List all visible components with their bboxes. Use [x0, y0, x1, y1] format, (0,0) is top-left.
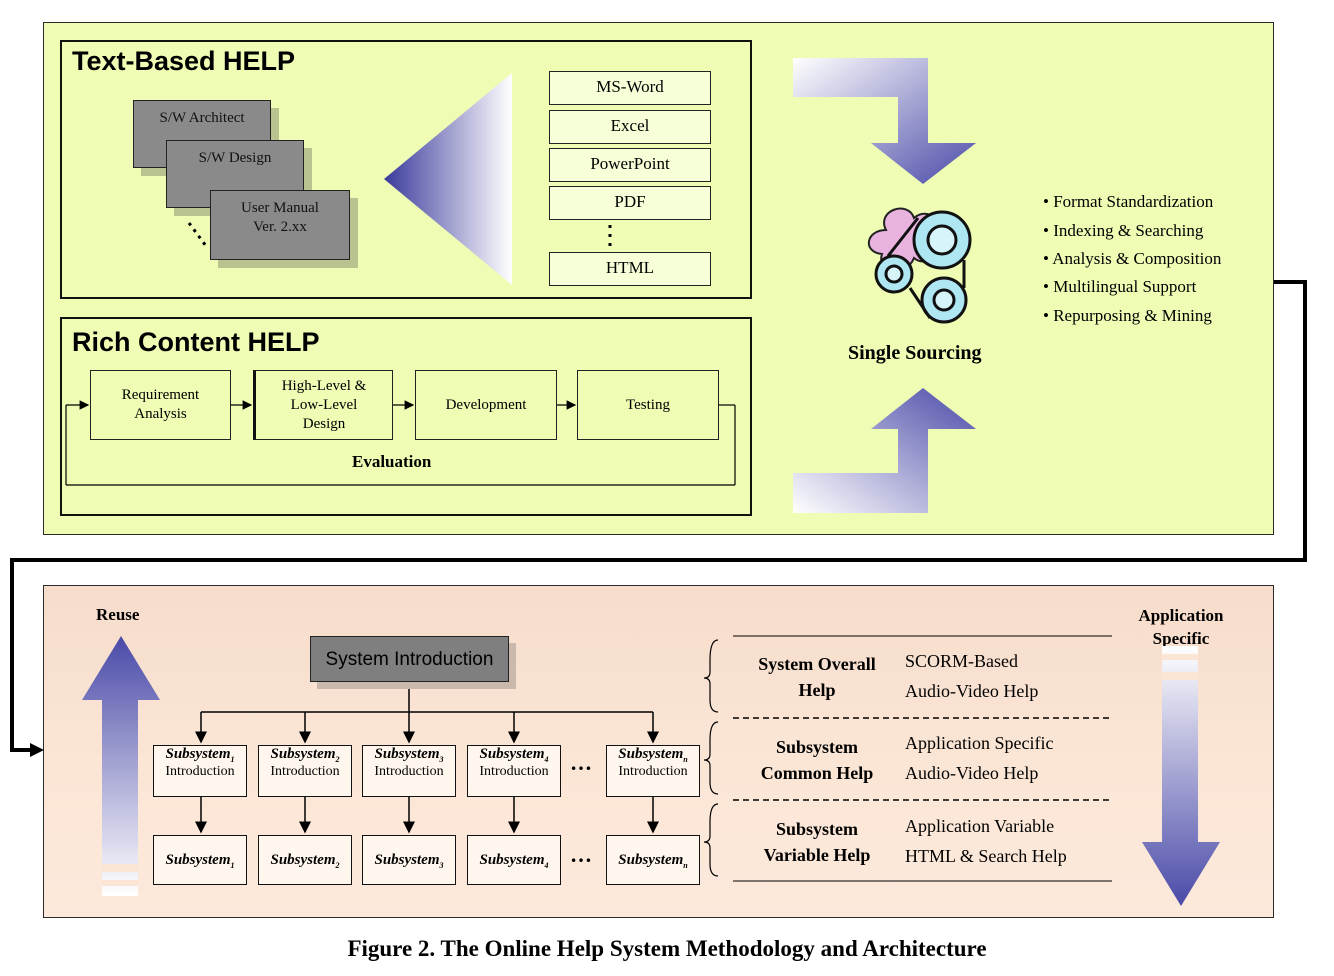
feature-item: • Indexing & Searching [1043, 221, 1204, 240]
format-html: HTML [549, 252, 711, 286]
subsystem-4: Subsystem4 [467, 835, 561, 885]
format-pdf: PDF [549, 186, 711, 220]
subsystem-3: Subsystem3 [362, 835, 456, 885]
text-based-help-title: Text-Based HELP [72, 46, 296, 76]
subsystem-intro-4: Subsystem4 Introduction [467, 745, 561, 797]
feature-item: • Repurposing & Mining [1043, 306, 1212, 325]
subsystem-intro-3: Subsystem3 Introduction [362, 745, 456, 797]
subsystem-intro-1: Subsystem1 Introduction [153, 745, 247, 797]
format-ms-word: MS-Word [549, 71, 711, 105]
rich-content-help-title: Rich Content HELP [72, 327, 320, 357]
single-sourcing-label: Single Sourcing [848, 342, 982, 364]
figure-caption: Figure 2. The Online Help System Methodo… [347, 936, 987, 961]
reuse-label: Reuse [96, 605, 140, 624]
format-excel: Excel [549, 110, 711, 144]
format-powerpoint: PowerPoint [549, 148, 711, 182]
ellipsis-subsystem: … [570, 842, 592, 867]
subsystem-1: Subsystem1 [153, 835, 247, 885]
feature-item: • Format Standardization [1043, 192, 1214, 211]
feature-item: • Analysis & Composition [1043, 249, 1222, 268]
funnel-triangle [384, 73, 514, 285]
down-arrow-into-sourcing [790, 55, 980, 187]
evaluation-label: Evaluation [352, 452, 432, 471]
system-introduction-box: System Introduction [310, 636, 509, 682]
app-specific-down-arrow [1140, 646, 1222, 908]
feature-item: • Multilingual Support [1043, 277, 1197, 296]
gears-icon [858, 200, 978, 330]
step-development: Development [415, 370, 557, 440]
subsystem-2: Subsystem2 [258, 835, 352, 885]
step-testing: Testing [577, 370, 719, 440]
subsystem-intro-2: Subsystem2 Introduction [258, 745, 352, 797]
up-arrow-into-sourcing [790, 385, 980, 517]
ellipsis-intro: … [570, 750, 592, 775]
subsystem-intro-n: Subsystemn Introduction [606, 745, 700, 797]
reuse-up-arrow [80, 636, 162, 898]
subsystem-n: Subsystemn [606, 835, 700, 885]
sourcing-feature-list: • Format Standardization • Indexing & Se… [1043, 192, 1221, 334]
